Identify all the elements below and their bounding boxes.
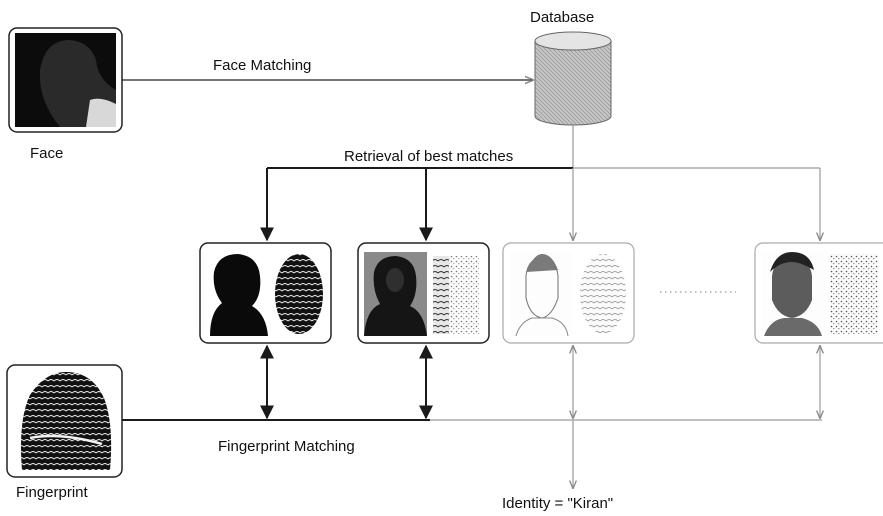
candidate-1-face — [207, 252, 269, 336]
candidate-2-face — [364, 252, 427, 336]
query-fingerprint-image — [6, 364, 123, 478]
candidate-4-fingerprint — [830, 254, 878, 334]
query-face-image — [8, 27, 123, 133]
fingerprint-matching-label: Fingerprint Matching — [218, 438, 355, 455]
retrieval-label: Retrieval of best matches — [344, 148, 513, 165]
fingerprint-label: Fingerprint — [16, 484, 89, 501]
candidate-card-3 — [502, 242, 635, 344]
face-label: Face — [30, 145, 63, 162]
candidate-card-1 — [199, 242, 332, 344]
database-label: Database — [530, 9, 594, 26]
candidate-2-fingerprint — [431, 252, 483, 336]
candidate-card-2 — [357, 242, 490, 344]
candidate-3-fingerprint — [578, 252, 628, 336]
candidate-1-fingerprint — [273, 252, 325, 336]
candidate-card-4 — [754, 242, 883, 344]
database-icon — [534, 31, 612, 126]
candidate-4-face — [762, 252, 824, 336]
candidate-3-face — [510, 252, 572, 337]
identity-label: Identity = "Kiran" — [502, 495, 613, 512]
face-matching-label: Face Matching — [213, 57, 311, 74]
